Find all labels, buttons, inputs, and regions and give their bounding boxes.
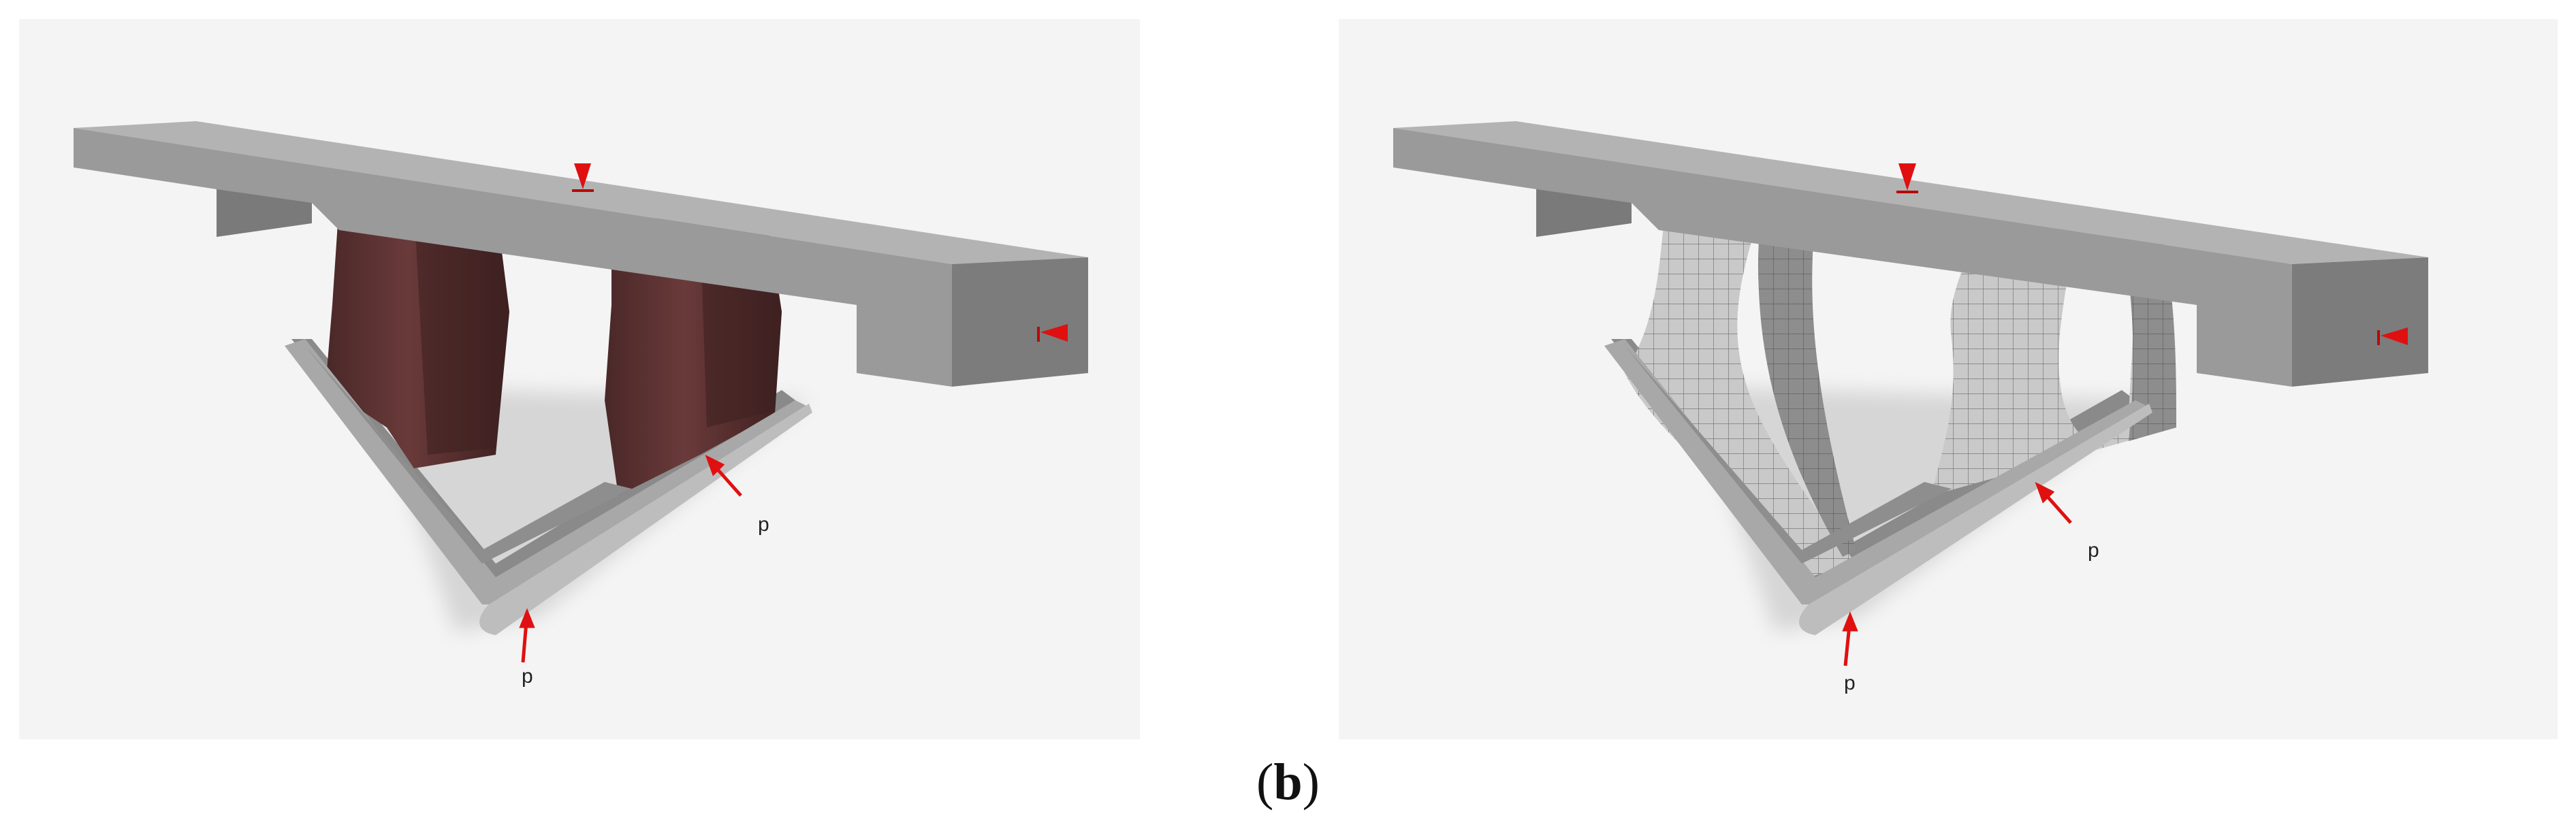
beam-end	[952, 257, 1088, 387]
load-label: p	[522, 665, 533, 688]
beam-end	[2292, 257, 2428, 387]
beam-top	[74, 121, 1088, 264]
load-label: p	[2088, 539, 2099, 562]
caption-letter: b	[1273, 754, 1303, 811]
beam-front	[1393, 128, 2292, 387]
left-panel-solid-design-space: p p	[19, 19, 1140, 739]
beam-front	[74, 128, 952, 387]
caption-close-paren: )	[1302, 754, 1320, 811]
tray-front-edge	[479, 404, 812, 635]
fixed-support-cone-icon	[1896, 163, 1918, 193]
figure-caption: (b)	[0, 753, 2576, 812]
fixed-support-cone-icon	[572, 163, 594, 192]
left-diagram: p p	[74, 121, 1088, 688]
right-diagram: p p	[1393, 121, 2428, 694]
tray-front-edge	[1799, 404, 2152, 635]
load-label: p	[758, 513, 769, 536]
fixed-support-cone-icon	[2377, 327, 2408, 345]
optimized-strut-left	[1625, 206, 1856, 577]
optimized-strut-right	[1931, 223, 2176, 496]
load-arrow-icon	[1842, 481, 2072, 666]
load-arrow-icon	[519, 454, 742, 663]
optimized-strut-left-shade	[1758, 210, 1856, 557]
fixed-support-cone-icon	[1037, 324, 1068, 342]
design-space-left-shade	[414, 206, 509, 455]
beam-left-recess	[217, 189, 312, 237]
load-label: p	[1844, 672, 1856, 694]
beam-left-recess	[1536, 189, 1632, 237]
right-panel-optimized-mesh: p p	[1339, 19, 2558, 739]
caption-open-paren: (	[1256, 754, 1274, 811]
